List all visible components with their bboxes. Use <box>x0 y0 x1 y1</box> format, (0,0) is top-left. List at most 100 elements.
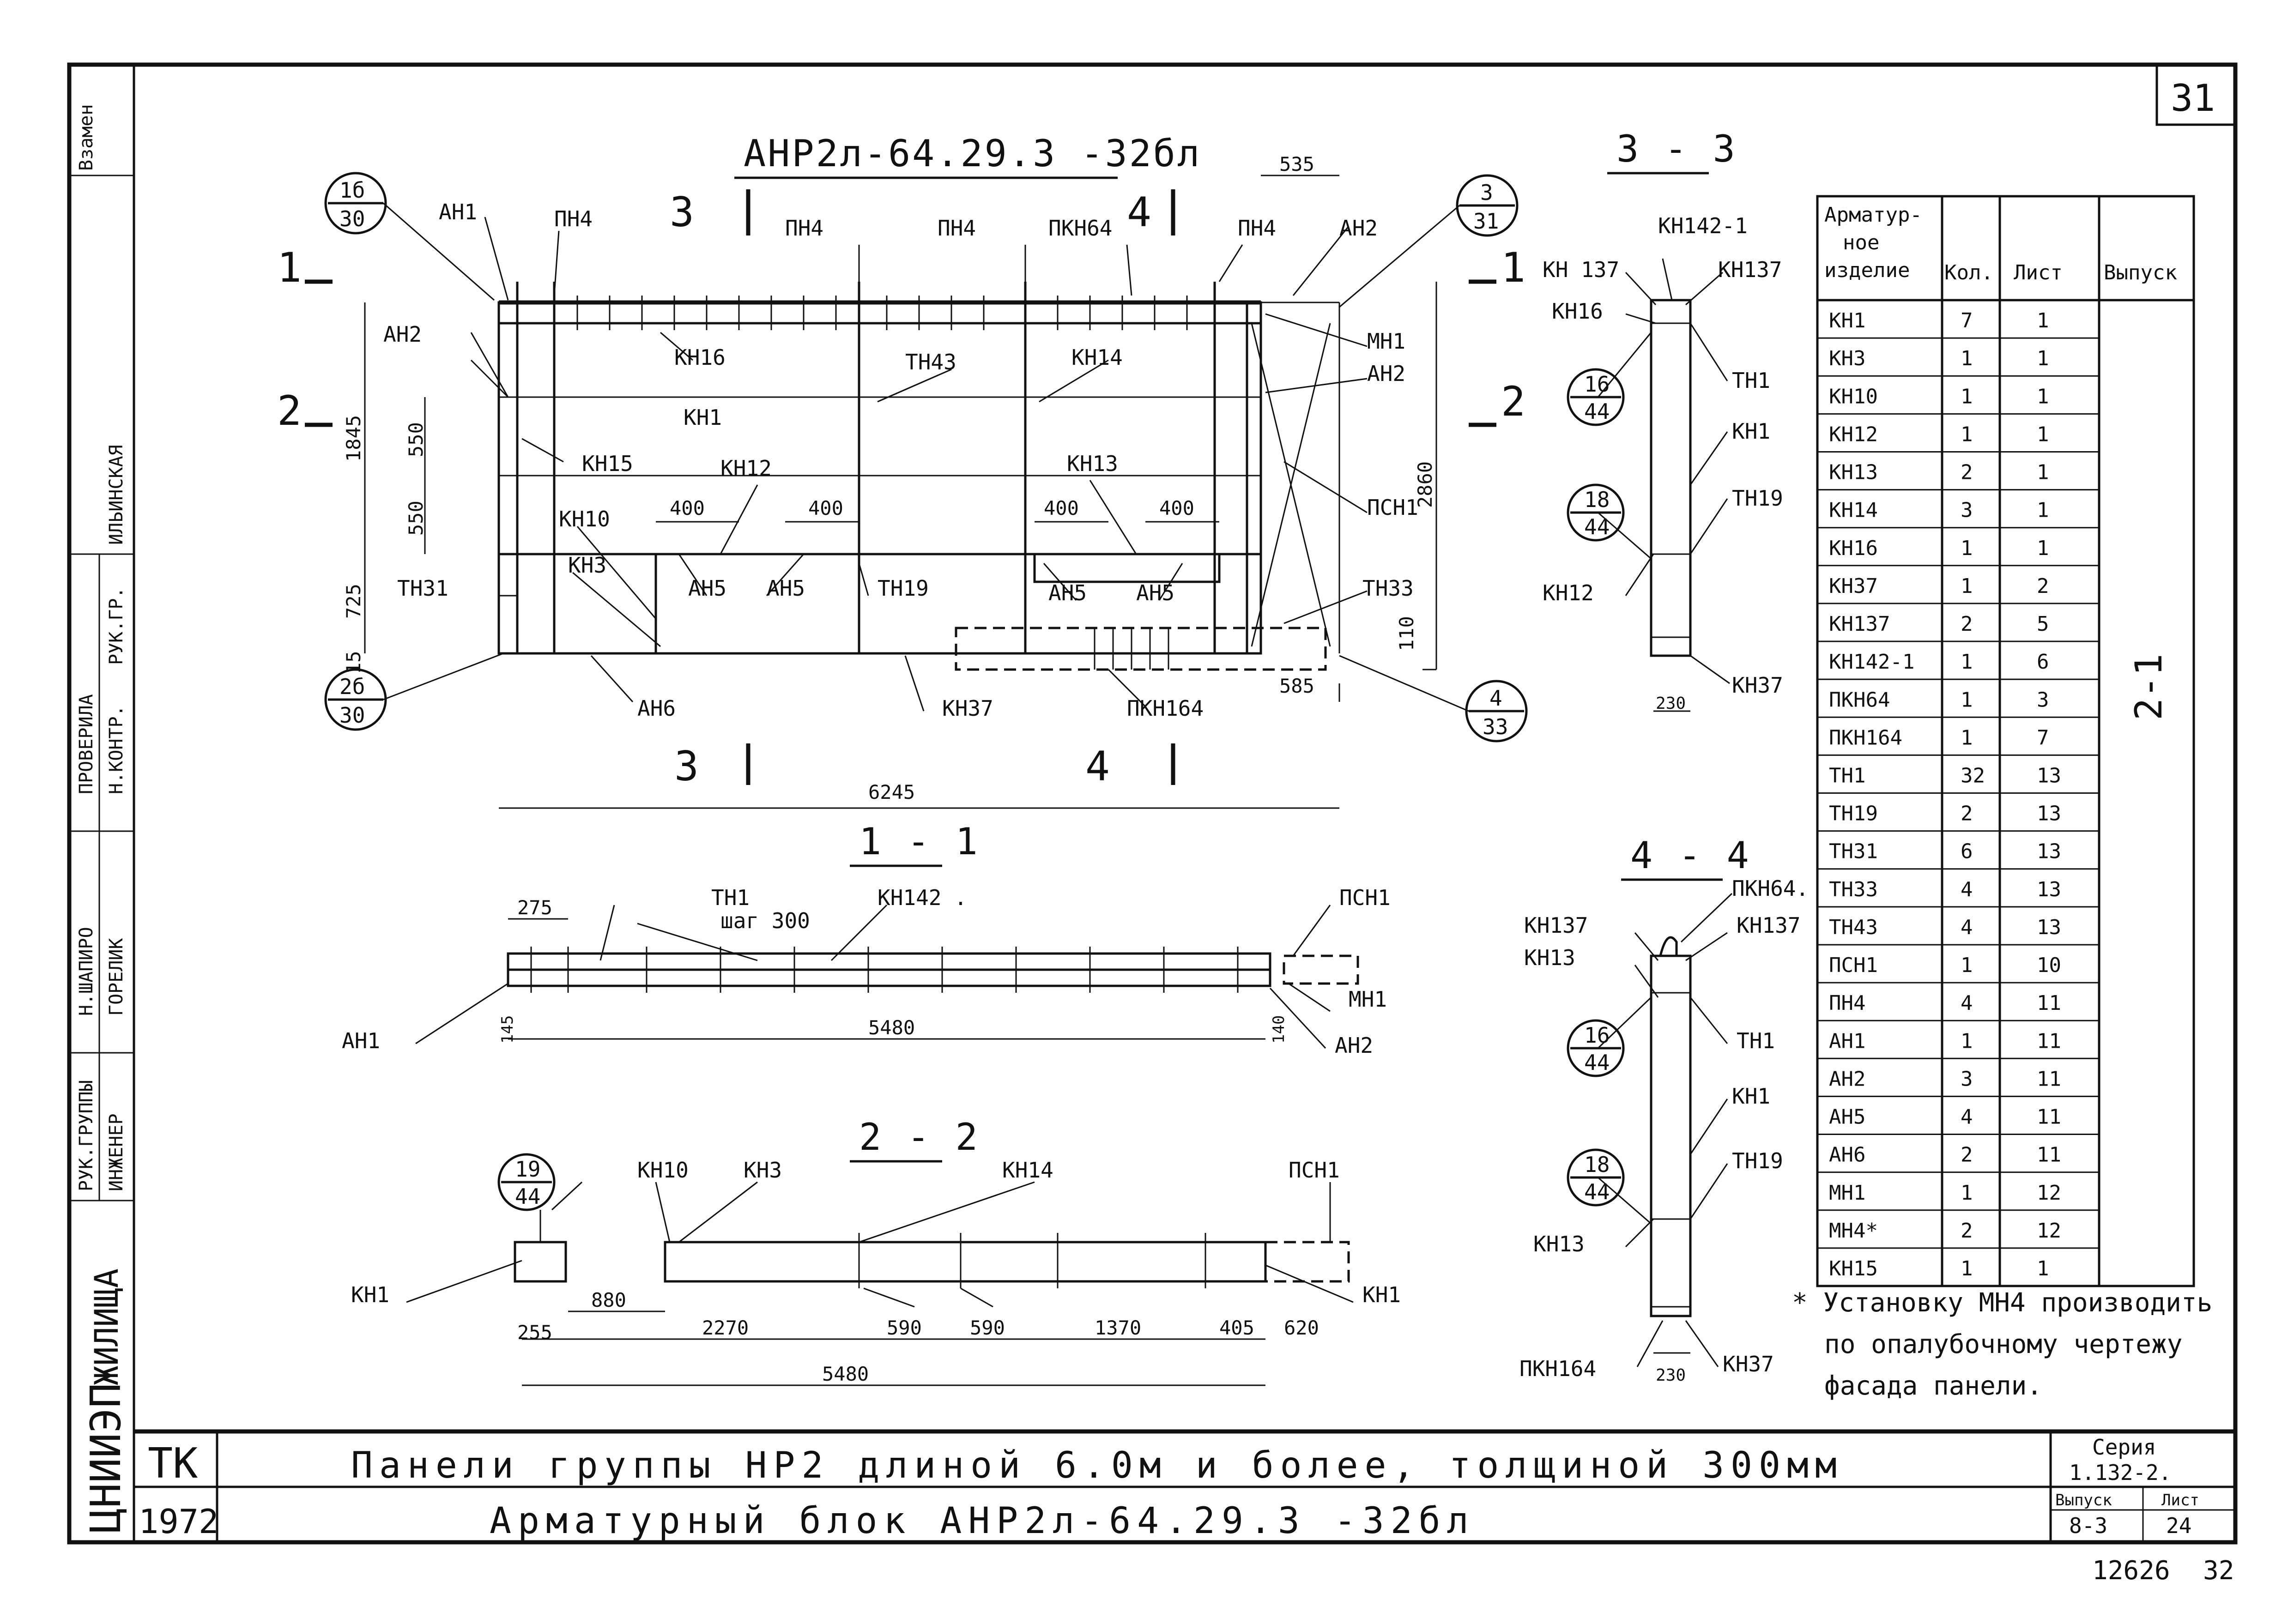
title-block-vypusk-value: 8-3 <box>2069 1513 2107 1538</box>
s44-label-tn1: ТН1 <box>1737 1028 1775 1053</box>
title-block-line1: Панели группы НР2 длиной 6.0м и более, т… <box>351 1445 1843 1486</box>
label-pn4-2: ПН4 <box>785 216 823 241</box>
svg-text:4: 4 <box>1489 686 1502 711</box>
label-kn3-main: КН3 <box>568 553 606 578</box>
spec-cell-item: КН13 <box>1829 461 1878 484</box>
spec-cell-item: ТН33 <box>1829 878 1878 901</box>
spec-cell-item: КН16 <box>1829 537 1878 560</box>
label-pkn164-main: ПКН164 <box>1127 696 1204 721</box>
spec-header-qty: Кол. <box>1944 261 1993 284</box>
s22-label-psn1: ПСН1 <box>1289 1158 1340 1183</box>
side-label-ruk-gruppy: РУК.ГРУППЫ <box>76 1080 97 1191</box>
spec-cell-qty: 1 <box>1961 1257 1973 1280</box>
section-mark-4-top: 4 <box>1127 188 1151 236</box>
dim-1845: 1845 <box>342 415 365 462</box>
side-label-nkontr: Н.КОНТР. <box>106 705 127 794</box>
s33-label-tn1: ТН1 <box>1732 368 1770 393</box>
section-mark-3-bottom: 3 <box>674 743 699 790</box>
dim-550-b: 550 <box>405 501 427 536</box>
sheet-frame <box>67 62 2238 1545</box>
title-block-series-label: Серия <box>2092 1435 2156 1460</box>
spec-cell-sheet: 11 <box>2037 1067 2061 1091</box>
label-mn1-main: МН1 <box>1367 329 1405 354</box>
s11-label-an2: АН2 <box>1335 1033 1373 1058</box>
spec-cell-qty: 1 <box>1961 423 1973 446</box>
section-3-3-title: 3 - 3 <box>1616 127 1737 170</box>
main-view: АНР2л-64.29.3 -32бл <box>277 132 1528 809</box>
s11-label-an1: АН1 <box>342 1028 380 1053</box>
spec-table: Арматур- ное изделие Кол. Лист Выпуск КН… <box>1816 195 2195 1287</box>
spec-cell-sheet: 6 <box>2037 650 2049 674</box>
label-psn1-main: ПСН1 <box>1367 495 1418 520</box>
spec-cell-qty: 1 <box>1961 954 1973 977</box>
s22-label-kn14: КН14 <box>1002 1158 1053 1183</box>
label-tn43: ТН43 <box>905 350 956 374</box>
spec-cell-sheet: 12 <box>2037 1219 2061 1243</box>
spec-table-row: МН4* 2 12 <box>1829 1219 2061 1243</box>
footnote-line3: фасада панели. <box>1824 1371 2042 1401</box>
spec-table-row-dividers <box>1817 337 2099 1249</box>
side-label-ruk-gr: РУК.ГР. <box>106 587 127 665</box>
spec-cell-qty: 4 <box>1961 1105 1973 1129</box>
s22-label-kn1-left: КН1 <box>351 1282 389 1307</box>
label-an5-2: АН5 <box>767 576 805 601</box>
spec-cell-sheet: 1 <box>2037 347 2049 370</box>
s44-dim-230: 230 <box>1656 1366 1686 1385</box>
svg-text:44: 44 <box>515 1184 540 1209</box>
spec-cell-qty: 7 <box>1961 309 1973 332</box>
s11-dim-140: 140 <box>1270 1015 1288 1044</box>
spec-cell-sheet: 13 <box>2037 840 2061 863</box>
spec-cell-qty: 2 <box>1961 1219 1973 1243</box>
s33-label-kn142-1: КН142-1 <box>1658 213 1748 238</box>
callout-bubble-4-33: 4 33 <box>1339 655 1528 743</box>
side-label-inzhener: ИНЖЕНЕР <box>106 1113 127 1191</box>
svg-text:44: 44 <box>1584 399 1610 424</box>
label-tn31: ТН31 <box>397 576 448 601</box>
spec-cell-sheet: 13 <box>2037 802 2061 826</box>
label-an2-left: АН2 <box>383 322 422 347</box>
label-pn4-1: ПН4 <box>554 206 593 231</box>
svg-text:16: 16 <box>1584 1023 1610 1048</box>
spec-cell-item: КН3 <box>1829 347 1865 370</box>
side-label-proverila: ПРОВЕРИЛА <box>76 694 97 794</box>
s22-dim-255: 255 <box>517 1321 552 1344</box>
dim-400-d: 400 <box>1159 497 1194 519</box>
s11-label-mn1: МН1 <box>1349 987 1387 1012</box>
footnote-line1: * Установку МН4 производить <box>1792 1288 2212 1318</box>
label-tn33: ТН33 <box>1362 576 1414 601</box>
section-4-4: 4 - 4 16 44 <box>1519 834 1809 1385</box>
label-an5-4: АН5 <box>1136 580 1174 605</box>
s11-dim-145: 145 <box>498 1015 517 1044</box>
label-an2-top: АН2 <box>1339 216 1378 241</box>
s44-label-kn37: КН37 <box>1723 1352 1774 1376</box>
dim-400-c: 400 <box>1044 497 1079 519</box>
s44-callout-bubble-16-44: 16 44 <box>1567 1019 1625 1077</box>
s11-label-psn1: ПСН1 <box>1339 885 1391 910</box>
frame-side-texts: Взамен ПРОВЕРИЛА Н.КОНТР. РУК.ГРУППЫ ИНЖ… <box>76 104 127 1386</box>
spec-cell-sheet: 1 <box>2037 537 2049 560</box>
svg-text:18: 18 <box>1584 1152 1610 1177</box>
svg-text:44: 44 <box>1584 1179 1610 1204</box>
s22-dim-590-b: 590 <box>970 1316 1005 1339</box>
section-mark-1-left: 1 <box>277 244 302 291</box>
s44-label-pkn164: ПКН164 <box>1519 1356 1596 1381</box>
label-kn13-main: КН13 <box>1067 451 1118 476</box>
dim-725: 725 <box>342 584 365 619</box>
footer-doc-number: 12626 <box>2092 1556 2170 1586</box>
s44-label-kn13-bottom: КН13 <box>1533 1232 1585 1256</box>
s22-dim-405: 405 <box>1219 1316 1254 1339</box>
side-label-shapiro: Н.ШАПИРО <box>76 927 97 1016</box>
spec-cell-item: КН142-1 <box>1829 650 1914 674</box>
spec-cell-item: МН4* <box>1829 1219 1878 1243</box>
s22-dim-5480: 5480 <box>822 1363 869 1385</box>
label-pkn64-main: ПКН64 <box>1048 216 1112 241</box>
svg-text:1б: 1б <box>339 178 365 203</box>
